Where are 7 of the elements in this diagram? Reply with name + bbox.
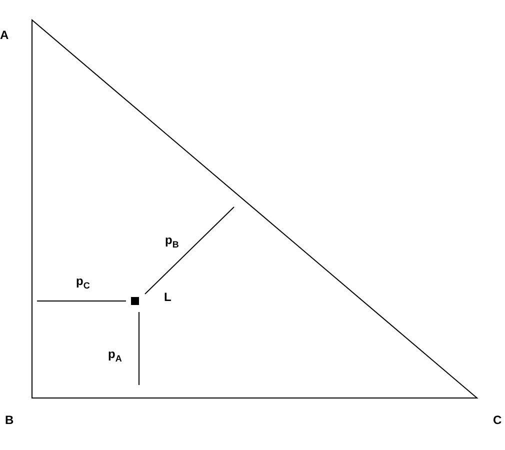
vertex-label: B [5, 413, 14, 427]
point-label: L [164, 290, 172, 304]
distance-label: p$_{A}$ [108, 347, 122, 366]
vertex-label: C [493, 413, 502, 427]
distance-label: p$_{B}$ [165, 233, 179, 252]
vertex-label: A [0, 28, 9, 42]
distance-label: p$_{C}$ [76, 274, 90, 292]
